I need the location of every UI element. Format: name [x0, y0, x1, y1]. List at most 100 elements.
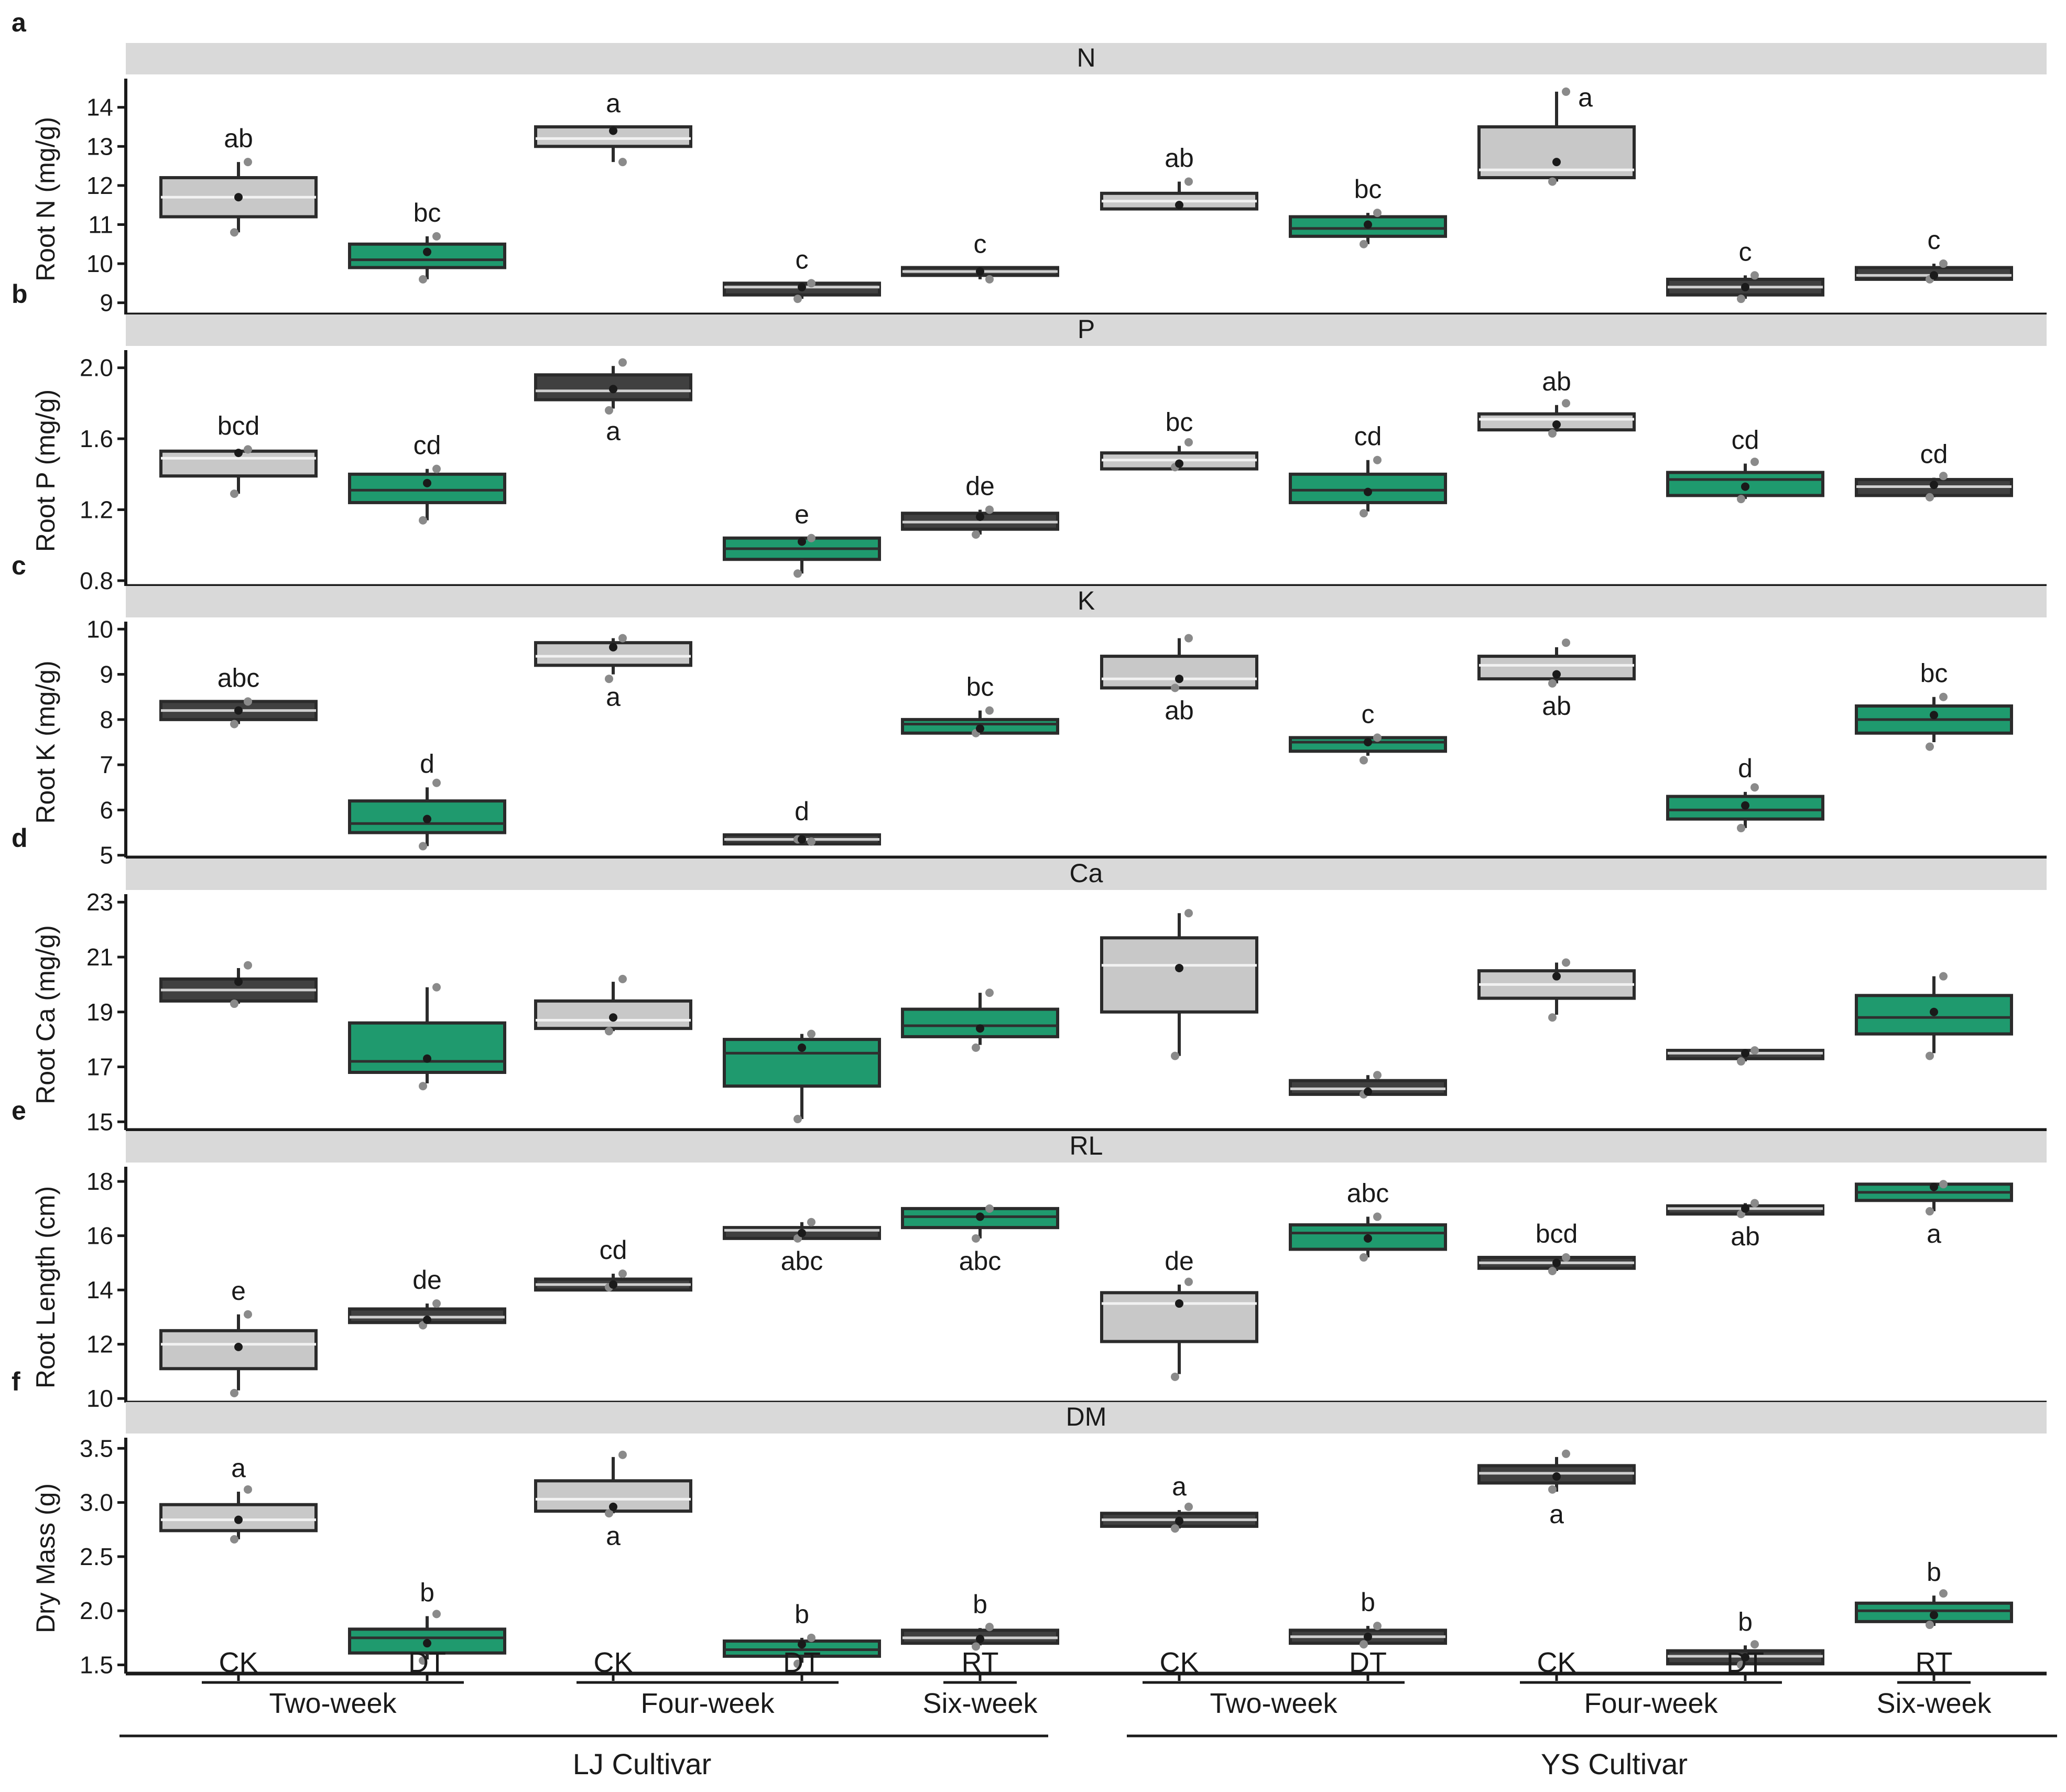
data-point: [1737, 1660, 1745, 1669]
mean-point: [1364, 1087, 1372, 1096]
panel-letter: d: [12, 823, 28, 853]
group-label-ck: CK: [219, 1647, 258, 1678]
box-body: [534, 999, 692, 1030]
data-point: [605, 1509, 613, 1518]
mean-point: [423, 1639, 431, 1648]
significance-letter: a: [606, 1521, 621, 1550]
box-rt: bc: [1855, 659, 2013, 751]
data-point: [1360, 509, 1368, 518]
mean-point: [1175, 675, 1183, 683]
mean-point: [1175, 201, 1183, 210]
mean-point: [1930, 271, 1938, 280]
data-point: [1737, 295, 1745, 303]
y-tick-label: 3.5: [80, 1435, 113, 1462]
mean-point: [976, 513, 984, 521]
facet-title: P: [1078, 314, 1095, 344]
box-ck: a: [534, 1450, 692, 1550]
significance-letter: cd: [1354, 422, 1382, 451]
mean-point: [1364, 220, 1372, 229]
mean-point: [1175, 459, 1183, 468]
facet-title: DM: [1066, 1402, 1107, 1431]
y-tick-label: 0.8: [80, 567, 113, 594]
data-point: [1360, 1253, 1368, 1262]
box-ck: ab: [1477, 367, 1636, 438]
data-point: [230, 1535, 238, 1544]
cultivar-label: YS Cultivar: [1541, 1747, 1688, 1780]
box-dt: b: [1289, 1588, 1447, 1649]
significance-letter: ab: [224, 124, 253, 153]
box-body: [1666, 795, 1824, 821]
box-body: [348, 1021, 506, 1074]
mean-point: [234, 193, 243, 202]
data-point: [1750, 1199, 1759, 1208]
facet-strip: [126, 859, 2047, 890]
box-body: [348, 799, 506, 834]
significance-letter: ab: [1542, 691, 1571, 721]
data-point: [1360, 756, 1368, 765]
panel-letter: f: [12, 1367, 20, 1396]
box-ck: a: [534, 358, 692, 446]
y-tick-label: 14: [86, 94, 113, 121]
significance-letter: bcd: [218, 411, 260, 440]
significance-letter: b: [1361, 1588, 1375, 1617]
data-point: [230, 228, 238, 237]
box-ck: bcd: [1477, 1219, 1636, 1275]
data-point: [419, 1082, 427, 1091]
box-rt: [901, 989, 1059, 1052]
box-dt: b: [723, 1600, 881, 1668]
mean-point: [1930, 1182, 1938, 1191]
significance-letter: a: [1927, 1219, 1941, 1248]
box-ck: [1100, 909, 1258, 1060]
significance-letter: ab: [1731, 1222, 1760, 1251]
data-point: [618, 358, 627, 367]
data-point: [1562, 958, 1570, 967]
mean-point: [1552, 972, 1561, 981]
box-rt: b: [901, 1590, 1059, 1651]
data-point: [419, 516, 427, 525]
mean-point: [1175, 963, 1183, 972]
box-body: [348, 472, 506, 504]
data-point: [1562, 1253, 1570, 1262]
significance-letter: de: [412, 1265, 442, 1295]
y-tick-label: 12: [86, 1331, 113, 1358]
mean-point: [798, 1229, 806, 1237]
box-body: [1100, 655, 1258, 690]
mean-point: [423, 247, 431, 256]
data-point: [1939, 259, 1948, 268]
y-tick-label: 16: [86, 1222, 113, 1250]
data-point: [1750, 271, 1759, 280]
box-dt: [1289, 1071, 1447, 1099]
data-point: [972, 1234, 980, 1243]
significance-letter: b: [1738, 1607, 1753, 1636]
mean-point: [798, 537, 806, 546]
box-ck: ab: [159, 124, 318, 237]
box-dt: d: [723, 797, 881, 846]
box-ck: de: [1100, 1246, 1258, 1381]
y-tick-label: 19: [86, 998, 113, 1026]
data-point: [618, 1269, 627, 1278]
facet-strip: [126, 1131, 2047, 1163]
y-tick-label: 1.6: [80, 425, 113, 452]
y-tick-label: 2.0: [80, 354, 113, 382]
data-point: [1171, 1524, 1179, 1533]
box-rt: c: [901, 230, 1059, 284]
box-dt: b: [348, 1578, 506, 1665]
box-dt: ab: [1666, 1199, 1824, 1251]
data-point: [807, 1218, 815, 1226]
mean-point: [798, 1043, 806, 1052]
mean-point: [234, 706, 243, 715]
significance-letter: e: [231, 1276, 246, 1306]
box-rt: de: [901, 471, 1059, 539]
significance-letter: ab: [1165, 143, 1194, 172]
data-point: [807, 279, 815, 288]
data-point: [1373, 1212, 1382, 1221]
box-ck: a: [1100, 1472, 1258, 1533]
significance-letter: bc: [1354, 175, 1382, 204]
y-tick-label: 5: [100, 842, 113, 869]
significance-letter: a: [231, 1453, 246, 1483]
mean-point: [1552, 420, 1561, 429]
cultivar-label: LJ Cultivar: [573, 1747, 712, 1780]
mean-point: [976, 1024, 984, 1033]
significance-letter: a: [606, 682, 621, 712]
box-body: [534, 641, 692, 667]
